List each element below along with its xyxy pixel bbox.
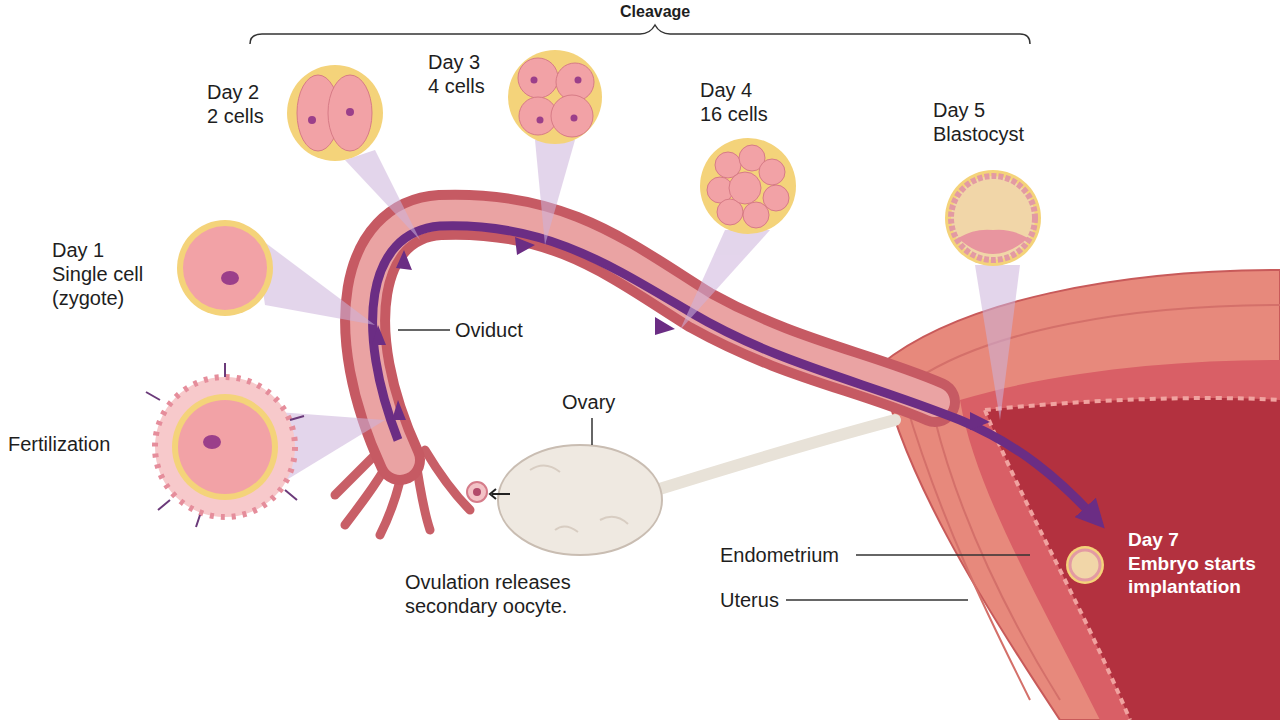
label: Oviduct [455,318,523,342]
fertilization-cell [146,363,304,527]
leader-lines [398,330,1030,600]
label: Day 4 [700,78,752,102]
label: Day 3 [428,50,480,74]
label: Ovulation releases secondary oocyte. [405,570,620,618]
label: Blastocyst [933,122,1024,146]
zygote [177,220,273,316]
label: Day 2 [207,80,259,104]
label: Embryo starts implantation [1128,552,1270,598]
label: 4 cells [428,74,485,98]
cleavage-bracket [250,25,1030,44]
oviduct [365,215,935,460]
label: Ovary [562,390,615,414]
blastocyst [945,170,1041,266]
label: Day 1 [52,238,104,262]
uterus [880,270,1280,720]
label: Day 7 [1128,528,1179,551]
label: Day 5 [933,98,985,122]
label: Cleavage [620,2,690,22]
sixteen-cell-embryo [700,138,796,234]
implanting-embryo [1066,546,1104,584]
label: Uterus [720,588,779,612]
label: Single cell (zygote) [52,262,177,310]
label: 2 cells [207,104,264,128]
oocyte [467,482,510,502]
transport-path [373,226,1095,518]
two-cell-embryo [287,65,383,161]
callout-cones [250,140,1020,490]
four-cell-embryo [508,50,602,144]
ovary [498,445,662,555]
label: 16 cells [700,102,768,126]
label: Endometrium [720,543,839,567]
direction-arrows [372,237,990,430]
ovarian-ligament [640,420,895,495]
label: Fertilization [8,432,110,456]
